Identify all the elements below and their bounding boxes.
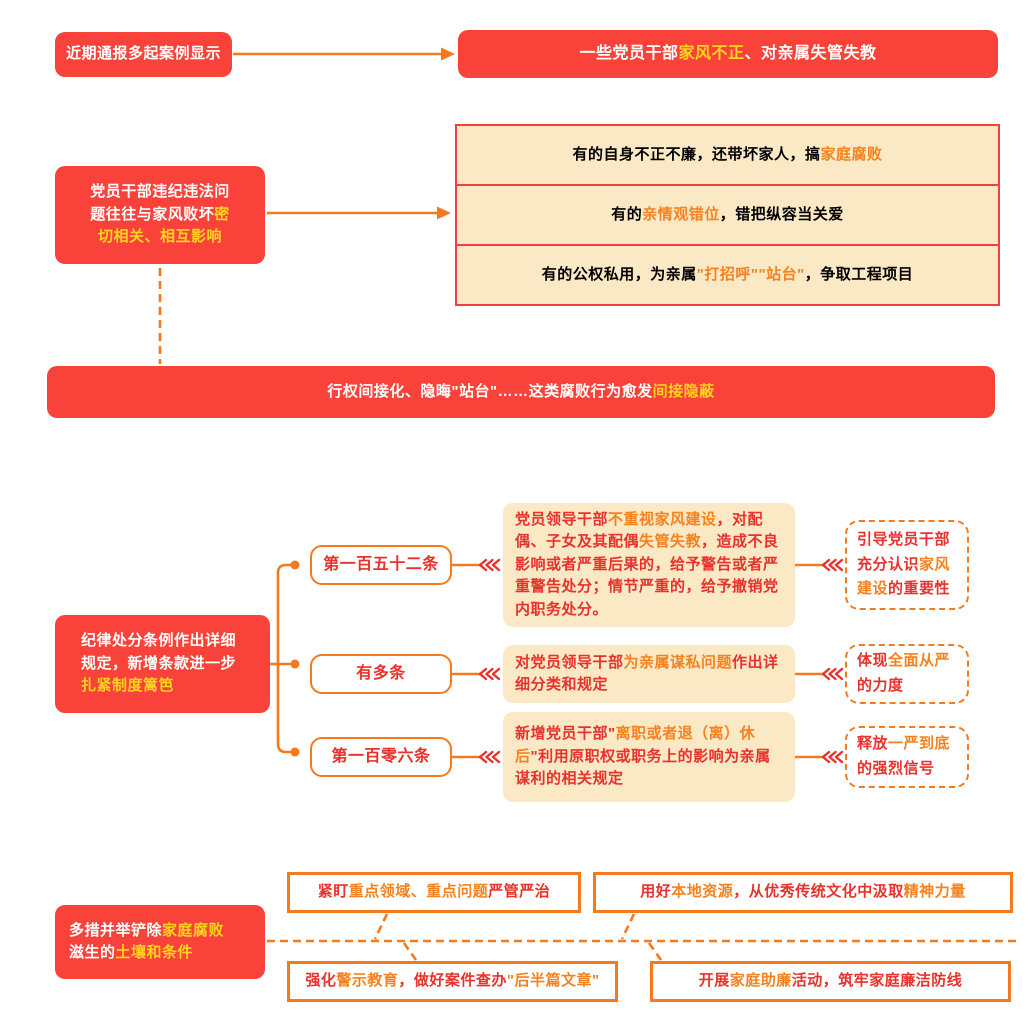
violation-family-link-box: 党员干部违纪违法问题往往与家风败坏密切相关、相互影响 <box>55 166 265 264</box>
behavior-example-row: 有的公权私用，为亲属"打招呼""站台"，争取工程项目 <box>457 244 998 304</box>
arrow-cases-to-effect <box>233 47 455 61</box>
clause-bracket <box>266 560 300 757</box>
behavior-example-row: 有的亲情观错位，错把纵容当关爱 <box>457 184 998 244</box>
clause-label-152: 第一百五十二条 <box>310 545 452 585</box>
family-misconduct-box: 一些党员干部家风不正、对亲属失管失教 <box>458 30 998 78</box>
measures-intro-box: 多措并举铲除家庭腐败滋生的土壤和条件 <box>55 905 265 979</box>
regulation-intro-box: 纪律处分条例作出详细规定，新增条款进一步扎紧制度篱笆 <box>55 615 270 713</box>
behavior-example-row: 有的自身不正不廉，还带坏家人，搞家庭腐败 <box>572 145 883 163</box>
clause-detail-box: 党员领导干部不重视家风建设，对配偶、子女及其配偶失管失教，造成不良影响或者严重后… <box>503 503 795 627</box>
measure-box-education: 强化警示教育，做好案件查办"后半篇文章" <box>287 961 618 1002</box>
clause-note-box: 体现全面从严的力度 <box>845 644 969 704</box>
behavior-examples-table: 有的自身不正不廉，还带坏家人，搞家庭腐败 有的亲情观错位，错把纵容当关爱 有的公… <box>455 124 1000 306</box>
chevron-connector <box>451 563 826 759</box>
clause-label-multiple: 有多条 <box>310 654 452 694</box>
measure-box-family-integrity: 开展家庭助廉活动，筑牢家庭廉洁防线 <box>650 961 1011 1002</box>
recent-cases-box: 近期通报多起案例显示 <box>55 32 232 77</box>
measure-box-supervision: 紧盯重点领域、重点问题严管严治 <box>287 872 581 913</box>
clause-detail-box: 新增党员干部"离职或者退（离）休后"利用原职权或职务上的影响为亲属谋利的相关规定 <box>503 712 795 802</box>
measures-dashed-lines <box>267 913 1016 961</box>
clause-note-box: 引导党员干部充分认识家风建设的重要性 <box>845 520 969 610</box>
clause-detail-box: 对党员领导干部为亲属谋私问题作出详细分类和规定 <box>503 645 795 703</box>
arrow-cause-to-examples <box>267 206 451 220</box>
clause-label-106: 第一百零六条 <box>310 737 452 777</box>
hidden-corruption-banner: 行权间接化、隐晦"站台"……这类腐败行为愈发间接隐蔽 <box>47 366 995 418</box>
measure-box-culture: 用好本地资源，从优秀传统文化中汲取精神力量 <box>593 872 1013 913</box>
clause-note-box: 释放一严到底的强烈信号 <box>845 726 969 788</box>
